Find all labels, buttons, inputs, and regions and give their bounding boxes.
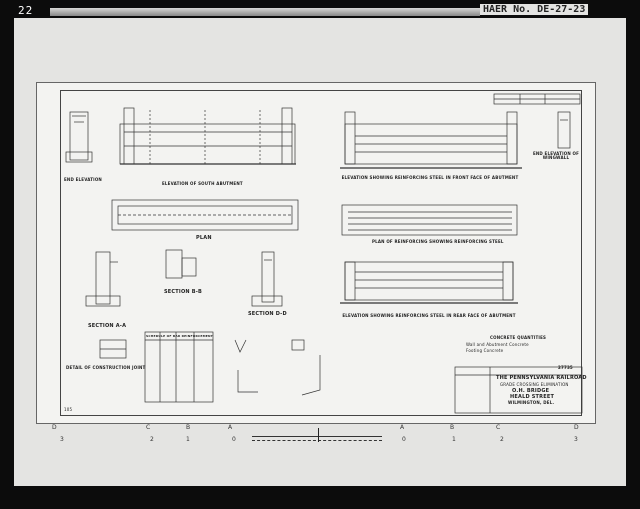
plan-reinf-label: PLAN OF REINFORCING SHOWING REINFORCING …: [372, 239, 504, 244]
front-reinforcing-elevation: [340, 111, 522, 169]
concrete-quantities-title: CONCRETE QUANTITIES: [490, 335, 547, 340]
ruler-letter: B: [186, 424, 191, 431]
ruler-letter: B: [450, 424, 455, 431]
section-dd-label: SECTION D-D: [248, 311, 287, 317]
city-name: WILMINGTON, DEL.: [508, 400, 555, 405]
haer-id: HAER No. DE-27-23: [480, 4, 589, 15]
construction-joint-detail: [99, 339, 127, 359]
sheet-number: 22: [18, 4, 34, 17]
ruler-letter: D: [52, 424, 57, 431]
revision-table: [493, 93, 581, 105]
target-ruler: D C B A A B C D 3 2 1 0 0 1 2 3: [50, 424, 580, 446]
elevation-south-label: ELEVATION OF SOUTH ABUTMENT: [162, 181, 243, 186]
header-bar: [50, 8, 480, 16]
ruler-number: 3: [60, 436, 64, 443]
wingwall-label: END ELEVATION OF WINGWALL: [532, 151, 580, 160]
ruler-number: 0: [232, 436, 236, 443]
end-elevation-label: END ELEVATION: [64, 177, 102, 182]
drawing-border: [60, 90, 582, 416]
plan-view: [111, 199, 299, 231]
rear-reinforcing-elevation: [340, 261, 518, 304]
ruler-letter: A: [228, 424, 233, 431]
plan-label: PLAN: [196, 235, 212, 241]
detail-joint-label: DETAIL OF CONSTRUCTION JOINT: [66, 365, 146, 370]
wingwall-end-elevation: [557, 111, 571, 149]
title-block-box: [454, 366, 583, 414]
bar-bend-details: [234, 339, 321, 396]
ruler-number: 0: [402, 436, 406, 443]
corner-mark: 105: [64, 407, 73, 412]
scale-bar: [252, 436, 382, 441]
railroad-name: THE PENNSYLVANIA RAILROAD: [496, 375, 587, 381]
ruler-letter: D: [574, 424, 579, 431]
bridge-name: O.H. BRIDGE: [512, 388, 550, 394]
south-abutment-elevation: [119, 107, 296, 165]
ruler-number: 1: [186, 436, 190, 443]
ruler-number: 2: [150, 436, 154, 443]
section-bb-view: [165, 249, 197, 279]
section-bb-label: SECTION B-B: [164, 289, 203, 295]
scale-center-tick: [318, 428, 319, 442]
ruler-letter: C: [496, 424, 501, 431]
ruler-number: 1: [452, 436, 456, 443]
elev-reinf-rear-label: ELEVATION SHOWING REINFORCING STEEL IN R…: [342, 313, 516, 318]
ruler-letter: C: [146, 424, 151, 431]
elev-reinf-front-label: ELEVATION SHOWING REINFORCING STEEL IN F…: [341, 175, 519, 180]
concrete-line-1: Wall and Abutment Concrete: [466, 342, 529, 347]
plan-reinforcing-view: [341, 204, 518, 236]
concrete-line-2: Footing Concrete: [466, 348, 504, 353]
end-elevation-view: [65, 111, 93, 163]
section-aa-label: SECTION A-A: [88, 323, 127, 329]
ruler-number: 3: [574, 436, 578, 443]
drawing-number: 27735: [558, 365, 573, 370]
ruler-letter: A: [400, 424, 405, 431]
bar-schedule-table: [144, 331, 214, 403]
street-name: HEALD STREET: [510, 394, 555, 400]
schedule-title: SCHEDULE OF BAR REINFORCEMENT: [146, 334, 213, 338]
section-aa-view: [85, 251, 121, 307]
ruler-number: 2: [500, 436, 504, 443]
section-dd-view: [251, 251, 283, 307]
project-name: GRADE CROSSING ELIMINATION: [500, 382, 569, 387]
